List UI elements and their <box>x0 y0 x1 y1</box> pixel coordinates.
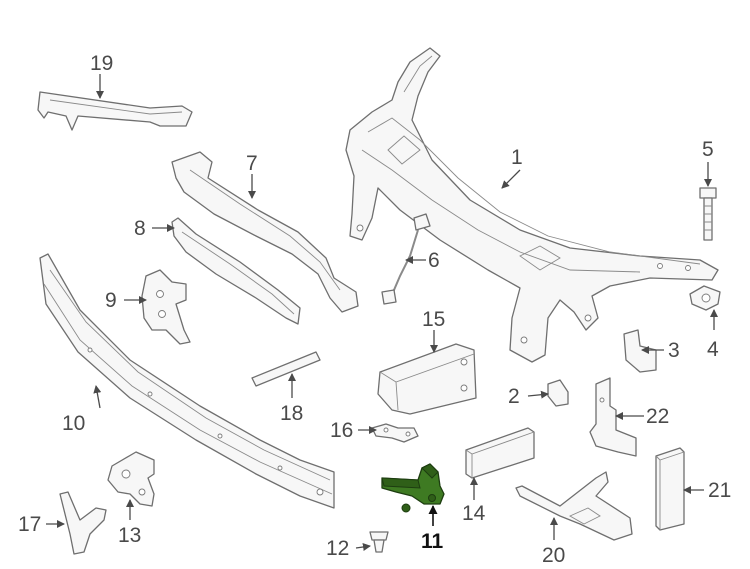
callout-19: 19 <box>90 52 113 75</box>
part-4-clip <box>689 285 721 311</box>
part-2-small-bracket <box>547 379 569 407</box>
part-11-highlighted-bracket <box>381 463 445 513</box>
callout-9: 9 <box>105 289 117 312</box>
callout-16: 16 <box>330 419 353 442</box>
callout-11: 11 <box>421 530 444 553</box>
part-22-bracket <box>589 377 637 457</box>
part-7-upper-trim <box>171 151 359 313</box>
part-21-post <box>655 447 685 531</box>
callout-13: 13 <box>118 524 141 547</box>
part-9-bracket <box>141 269 191 345</box>
part-20-arm <box>515 471 633 541</box>
callout-labels: 19 7 1 5 8 6 9 4 3 15 18 2 22 10 16 11 1… <box>18 52 731 567</box>
part-14-block <box>465 427 535 479</box>
callout-3: 3 <box>668 339 680 362</box>
part-3-bracket <box>623 329 657 373</box>
part-18-strip <box>251 351 321 387</box>
part-8-seal-strip <box>171 217 301 325</box>
part-1-front-end-carrier <box>345 47 719 363</box>
callout-15: 15 <box>422 308 445 331</box>
callout-18: 18 <box>280 402 303 425</box>
callout-12: 12 <box>326 537 349 560</box>
part-13-bracket <box>107 451 155 507</box>
part-19-upper-bracket <box>37 91 193 131</box>
part-6-cable <box>381 213 431 305</box>
callout-17: 17 <box>18 513 41 536</box>
part-12-screw <box>369 531 389 553</box>
callout-14: 14 <box>462 502 486 525</box>
callout-8: 8 <box>134 217 146 240</box>
part-17-bracket <box>59 491 107 555</box>
callout-7: 7 <box>246 152 258 175</box>
part-5-bolt <box>699 187 717 241</box>
callout-6: 6 <box>428 249 440 272</box>
leader-lines <box>46 74 718 551</box>
callout-10: 10 <box>62 412 85 435</box>
callout-20: 20 <box>542 544 565 567</box>
part-16-plate <box>371 423 419 443</box>
callout-22: 22 <box>646 405 669 428</box>
callout-21: 21 <box>708 479 731 502</box>
callout-5: 5 <box>702 138 714 161</box>
part-15-cover <box>377 343 477 415</box>
callout-1: 1 <box>511 146 523 169</box>
part-10-bumper-beam <box>39 253 335 509</box>
callout-2: 2 <box>508 385 520 408</box>
callout-4: 4 <box>707 338 719 361</box>
